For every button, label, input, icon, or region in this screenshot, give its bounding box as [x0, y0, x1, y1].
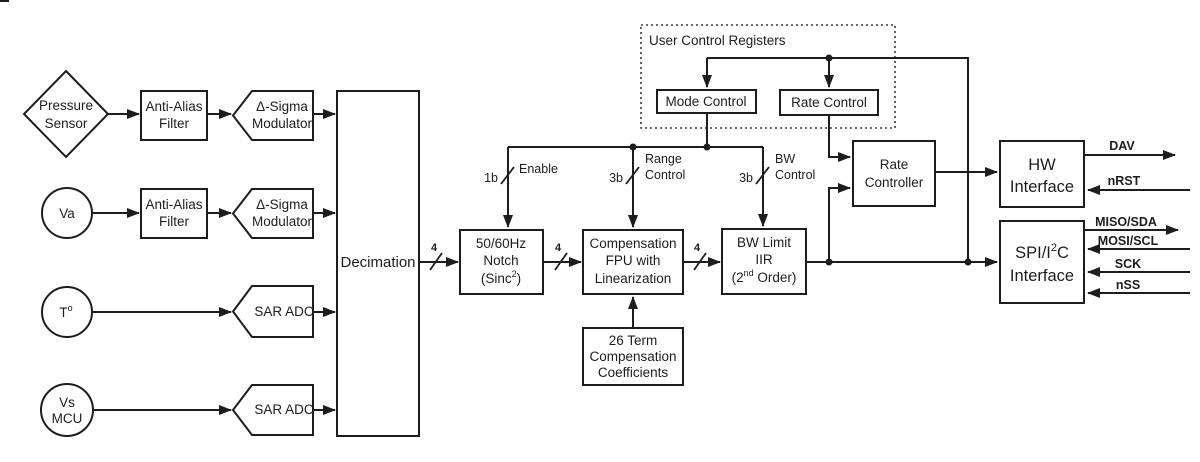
- compensation-coefficients-label: 26 Term: [609, 333, 658, 348]
- bw-control-label: BW: [775, 152, 795, 166]
- hw-interface-block: [999, 140, 1085, 208]
- compensation-fpu-label: FPU with: [606, 253, 661, 268]
- range-control-label: Control: [645, 168, 685, 182]
- rate-controller-block: [852, 140, 936, 207]
- bus-width-label: 4: [555, 242, 562, 254]
- rate-controller-label: Rate: [880, 157, 909, 172]
- notch-filter-label: 50/60Hz: [476, 236, 527, 251]
- junction-dot: [964, 258, 972, 266]
- spi-i2c-interface-block: [999, 220, 1085, 304]
- compensation-fpu-block: [582, 229, 684, 295]
- hw-interface-label: HW: [1028, 156, 1056, 174]
- va-label: Va: [59, 206, 75, 221]
- anti-alias-filter-1-label: Filter: [159, 116, 190, 131]
- notch-filter-label: (Sinc2): [481, 269, 521, 286]
- anti-alias-filter-2-block: [140, 188, 208, 239]
- wire-data-to-rate-controller: [828, 183, 851, 262]
- junction-dot: [703, 143, 711, 151]
- vs-mcu-label: Vs: [59, 395, 75, 410]
- compensation-coefficients-label: Compensation: [589, 349, 676, 364]
- enable-bits-label: 1b: [484, 171, 498, 185]
- junction-dot: [629, 143, 637, 151]
- bwc-bits-label: 3b: [739, 171, 753, 185]
- spi-i2c-interface-label: Interface: [1010, 267, 1074, 285]
- temperature-label: To: [59, 303, 72, 320]
- bus-slash: [755, 166, 770, 185]
- bus-slash: [554, 252, 568, 271]
- register-feed-line: [707, 57, 969, 262]
- bus-slash: [500, 166, 515, 185]
- delta-sigma-modulator-1-block: [231, 90, 314, 141]
- vs-mcu-label: MCU: [52, 411, 83, 426]
- miso-sda-signal-label: MISO/SDA: [1095, 215, 1157, 229]
- anti-alias-filter-2-label: Anti-Alias: [145, 197, 202, 212]
- spi-i2c-interface-label: SPI/I2C: [1015, 242, 1069, 262]
- compensation-fpu-label: Linearization: [595, 271, 672, 286]
- decimation-label: Decimation: [340, 254, 415, 271]
- delta-sigma-modulator-2-label: Modulator: [252, 214, 313, 229]
- pressure-sensor-label: Sensor: [45, 116, 88, 131]
- decimation-block: [336, 90, 420, 437]
- bus-slash: [693, 252, 707, 271]
- bw-limit-iir-label: (2nd Order): [732, 268, 797, 285]
- rate-controller-label: Controller: [865, 175, 924, 190]
- range-control-label: Range: [645, 152, 682, 166]
- bus-width-label: 4: [431, 242, 438, 254]
- bus-slash: [625, 166, 640, 185]
- anti-alias-filter-2-label: Filter: [159, 214, 190, 229]
- junction-dot: [825, 258, 833, 266]
- corner-artifact: [0, 0, 9, 2]
- mode-control-label: Mode Control: [665, 94, 746, 109]
- notch-filter-label: Notch: [483, 253, 518, 268]
- notch-filter-block: [459, 229, 544, 295]
- anti-alias-filter-1-label: Anti-Alias: [145, 99, 202, 114]
- hw-interface-label: Interface: [1010, 178, 1074, 196]
- wire-rate-control-to-controller: [828, 115, 851, 162]
- delta-sigma-modulator-1-label: Δ-Sigma: [256, 99, 308, 114]
- enable-label: Enable: [519, 162, 558, 176]
- pressure-sensor-diamond: [22, 69, 110, 159]
- nrst-signal-label: nRST: [1108, 174, 1141, 188]
- bw-limit-iir-label: BW Limit: [737, 235, 791, 250]
- sar-adc-2-label: SAR ADC: [254, 402, 314, 417]
- rate-control-block: [779, 89, 879, 116]
- range-bits-label: 3b: [609, 171, 623, 185]
- user-control-registers-group: [640, 24, 896, 129]
- rate-control-label: Rate Control: [791, 95, 867, 110]
- junction-dot: [825, 54, 833, 62]
- delta-sigma-modulator-1-label: Modulator: [252, 116, 313, 131]
- user-control-registers-title: User Control Registers: [649, 33, 786, 48]
- sar-adc-1-label: SAR ADC: [254, 304, 314, 319]
- pressure-sensor-label: Pressure: [39, 98, 93, 113]
- bw-limit-iir-label: IIR: [755, 252, 773, 267]
- nss-signal-label: nSS: [1116, 278, 1140, 292]
- mosi-scl-signal-label: MOSI/SCL: [1098, 234, 1159, 248]
- vs-mcu-source-circle: [40, 383, 94, 437]
- bus-slash: [429, 252, 443, 271]
- compensation-coefficients-label: Coefficients: [598, 365, 669, 380]
- anti-alias-filter-1-block: [140, 90, 208, 141]
- bus-width-label: 4: [694, 242, 701, 254]
- compensation-fpu-label: Compensation: [589, 236, 676, 251]
- sck-signal-label: SCK: [1115, 257, 1141, 271]
- dav-signal-label: DAV: [1109, 139, 1135, 153]
- bw-control-label: Control: [775, 168, 815, 182]
- delta-sigma-modulator-2-label: Δ-Sigma: [256, 197, 308, 212]
